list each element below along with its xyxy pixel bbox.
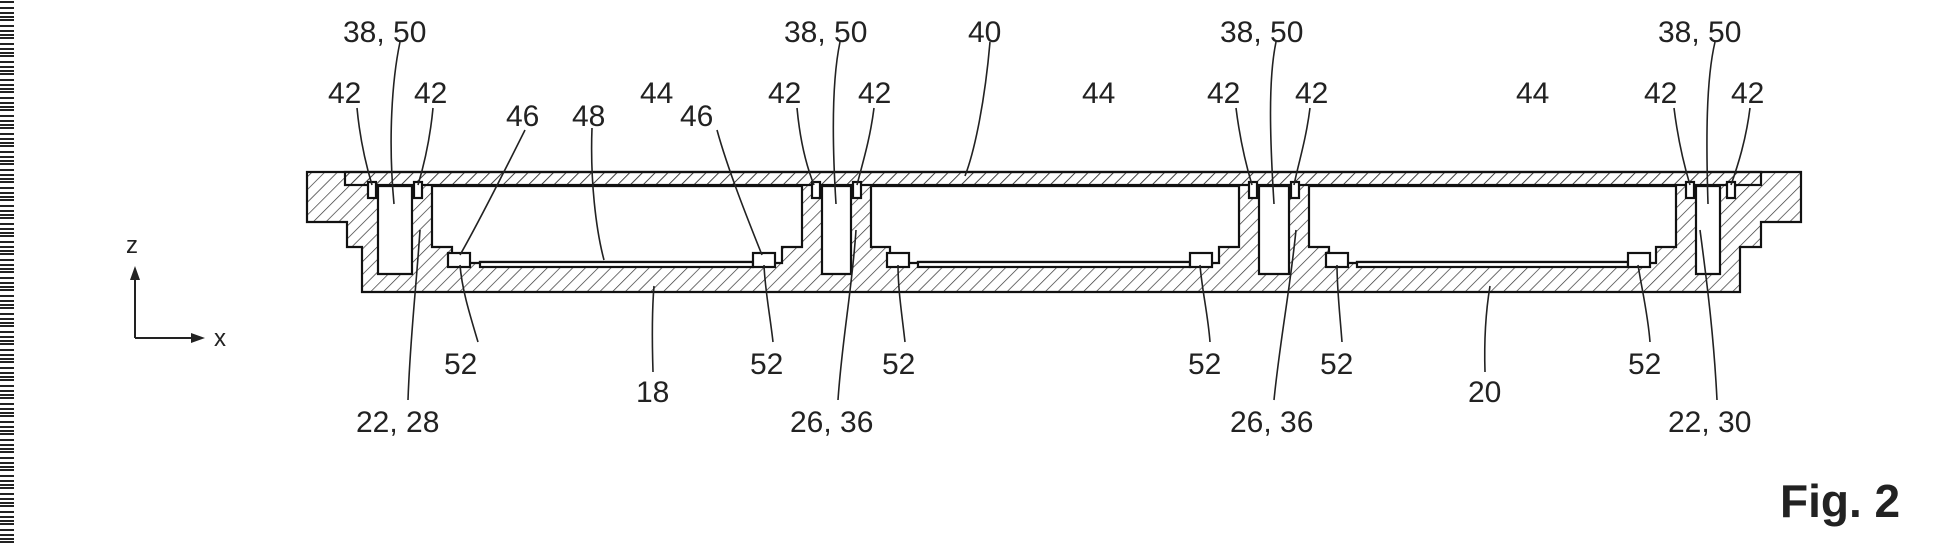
tray-middle [918,262,1190,267]
label-40: 40 [968,16,1001,49]
label-22-28: 22, 28 [356,406,439,439]
figure-label: Fig. 2 [1780,475,1900,527]
label-52-f: 52 [1628,348,1661,381]
label-46-a: 46 [506,100,539,133]
axes-indicator: z x [126,232,226,352]
label-42-g: 42 [1644,77,1677,110]
label-42-c: 42 [768,77,801,110]
cover-plate [345,172,1761,185]
label-18: 18 [636,376,669,409]
label-52-e: 52 [1320,348,1353,381]
label-48: 48 [572,100,605,133]
label-44-c: 44 [1516,77,1549,110]
tray-left [480,262,753,267]
label-44-b: 44 [1082,77,1115,110]
label-52-d: 52 [1188,348,1221,381]
label-38-50-d: 38, 50 [1658,16,1741,49]
cross-section-body [307,172,1801,292]
label-52-c: 52 [882,348,915,381]
label-38-50-c: 38, 50 [1220,16,1303,49]
label-42-f: 42 [1295,77,1328,110]
z-axis-label: z [126,232,138,259]
label-22-30: 22, 30 [1668,406,1751,439]
label-42-d: 42 [858,77,891,110]
label-26-36-b: 26, 36 [1230,406,1313,439]
label-38-50-a: 38, 50 [343,16,426,49]
label-44-a: 44 [640,77,673,110]
tray-right [1357,262,1628,267]
label-42-h: 42 [1731,77,1764,110]
barcode [0,0,14,547]
reference-numerals: 38, 50 38, 50 38, 50 38, 50 40 42 42 42 … [328,16,1764,439]
label-42-b: 42 [414,77,447,110]
label-52-b: 52 [750,348,783,381]
label-46-b: 46 [680,100,713,133]
label-20: 20 [1468,376,1501,409]
label-42-e: 42 [1207,77,1240,110]
label-42-a: 42 [328,77,361,110]
x-axis-label: x [214,325,226,352]
label-52-a: 52 [444,348,477,381]
label-26-36-a: 26, 36 [790,406,873,439]
label-38-50-b: 38, 50 [784,16,867,49]
